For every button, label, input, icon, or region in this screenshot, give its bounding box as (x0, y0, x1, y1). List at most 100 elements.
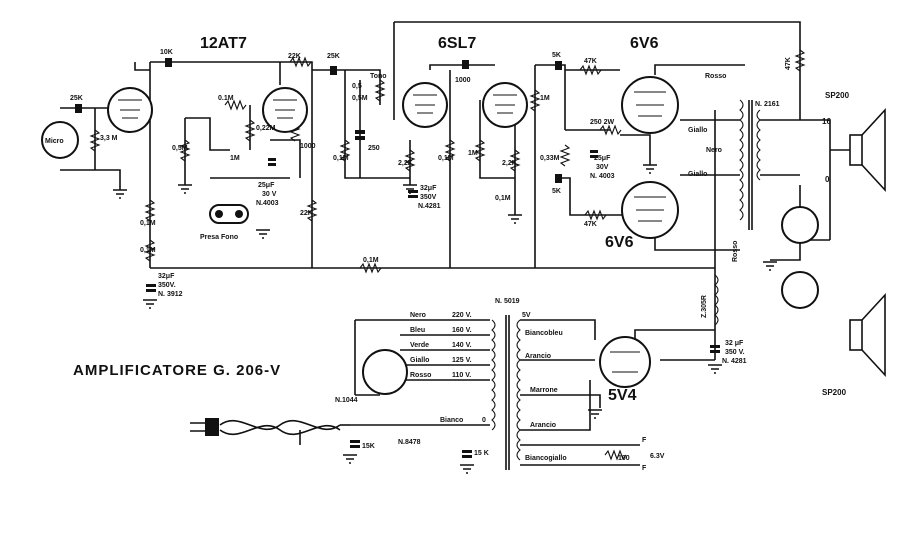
r-1000: 1000 (300, 143, 316, 150)
mains-plug (190, 418, 219, 436)
pt-tap-2-volt: 160 V. (452, 327, 472, 334)
c-32-a-v: 350V (420, 194, 437, 201)
pt-63v: 6.3V (650, 453, 665, 460)
pt-tap-1-color: Nero (410, 312, 426, 319)
r-5k-a: 5K (552, 52, 561, 59)
power-transformer (491, 315, 521, 470)
tube-label-5v4: 5V4 (608, 387, 637, 404)
ot-tap-0: 0 (825, 175, 830, 184)
pt-arancio1: Arancio (525, 353, 551, 360)
pt-biancogiallo: Biancogiallo (525, 455, 567, 462)
ot-nero: Nero (706, 147, 722, 154)
r-47k-a: 47K (584, 58, 597, 65)
r-01m-c: 0,1M (333, 155, 349, 162)
pt-tap-6-volt: 0 (482, 417, 486, 424)
tube-12at7-a (107, 87, 153, 133)
n-1044: N.1044 (335, 397, 358, 404)
r-22k-c: 2,2K (398, 160, 413, 167)
r-022m: 0,22M (256, 125, 276, 132)
r-05-tone: 0,5 (352, 83, 362, 90)
ot-rosso2: Rosso (732, 241, 739, 262)
c-25-2-v: 30V (596, 164, 609, 171)
pt-tap-4-color: Giallo (410, 357, 429, 364)
phono-label: Presa Fono (200, 234, 238, 241)
micro-label: Micro (45, 138, 64, 145)
n-8478: N.8478 (398, 439, 421, 446)
output-transformer (739, 99, 761, 230)
pt-f2: F (642, 465, 647, 472)
tube-label-12at7: 12AT7 (200, 35, 247, 52)
c-250: 250 (368, 145, 380, 152)
pt-tap-2-color: Bleu (410, 327, 425, 334)
phono-socket (209, 204, 249, 224)
ground-symbols (113, 164, 777, 474)
pt-tap-4-volt: 125 V. (452, 357, 472, 364)
r-250: 250 2W (590, 119, 615, 126)
tono-label: Tono (370, 73, 387, 80)
pt-f1: F (642, 437, 647, 444)
pt-tap-6-color: Bianco (440, 417, 463, 424)
r-22k-d: 2,2K (502, 160, 517, 167)
r-47k-b: 47K (584, 221, 597, 228)
pt-marrone: Marrone (530, 387, 558, 394)
c-32-b-n: N. 3912 (158, 291, 183, 298)
tube-12at7-b (262, 87, 308, 133)
c-32-a: 32μF (420, 185, 437, 192)
c-15k-b: 15 K (474, 450, 489, 457)
speaker-socket-2 (781, 271, 819, 309)
pt-5v: 5V (522, 312, 531, 319)
r-1m-b: 1M (468, 150, 478, 157)
tube-5v4 (599, 336, 651, 388)
schematic-title: AMPLIFICATORE G. 206-V (73, 362, 281, 379)
voltage-selector (362, 349, 408, 395)
pt-r100: 100 (618, 455, 630, 462)
r-1000-b: 1000 (455, 77, 471, 84)
pt-biancobleu: Biancobleu (525, 330, 563, 337)
tube-6v6-upper (621, 76, 679, 134)
choke-label: Z.305R (701, 295, 708, 318)
r-25k-in: 25K (70, 95, 83, 102)
c-25-2-n: N. 4003 (590, 173, 615, 180)
microphone-input (41, 121, 79, 159)
ot-giallo2: Giallo (688, 171, 707, 178)
pt-tap-5-volt: 110 V. (452, 372, 471, 379)
pt-tap-3-color: Verde (410, 342, 429, 349)
r-10k: 10K (160, 49, 173, 56)
pt-tap-5-color: Rosso (410, 372, 431, 379)
resistors (89, 49, 806, 461)
r-22k-a: 22K (288, 53, 301, 60)
r-01m-grid: 0,1M (140, 220, 156, 227)
pt-tap-3-volt: 140 V. (452, 342, 472, 349)
tube-6sl7-a (402, 82, 448, 128)
capacitors (75, 58, 720, 458)
r-01m-a: 0.1M (218, 95, 234, 102)
c-25-1-n: N.4003 (256, 200, 279, 207)
r-05m-tone: 0,5M (352, 95, 368, 102)
speaker-top (849, 107, 886, 193)
r-47k-c: 47K (785, 57, 792, 70)
r-05m: 0,5M (172, 145, 188, 152)
r-22k-b: 22K (300, 210, 313, 217)
speaker-socket-1 (781, 206, 819, 244)
c-32-a-n: N.4281 (418, 203, 441, 210)
tube-label-6v6-bottom: 6V6 (605, 234, 634, 251)
c-25-2: 25μF (594, 155, 611, 162)
pt-part: N. 5019 (495, 298, 520, 305)
r-33m: 3,3 M (100, 135, 118, 142)
c-32-b-v: 350V. (158, 282, 176, 289)
r-1m: 1M (230, 155, 240, 162)
tube-6sl7-b (482, 82, 528, 128)
c-32-c-v: 350 V. (725, 349, 745, 356)
c-25-1-v: 30 V (262, 191, 277, 198)
pt-tap-1-volt: 220 V. (452, 312, 472, 319)
tube-6v6-lower (621, 181, 679, 239)
filter-choke (714, 274, 719, 326)
speaker-bottom (849, 292, 886, 378)
r-01m-e: 0,1M (495, 195, 511, 202)
speaker-top-label: SP200 (825, 91, 850, 100)
r-01m-g: 0,1M (363, 257, 379, 264)
r-1m-c: 1M (540, 95, 550, 102)
ot-tap-16: 16 (822, 117, 831, 126)
ot-rosso: Rosso (705, 73, 726, 80)
labels: 12AT7 6SL7 6V6 6V6 5V4 AMPLIFICATORE G. … (45, 35, 850, 472)
